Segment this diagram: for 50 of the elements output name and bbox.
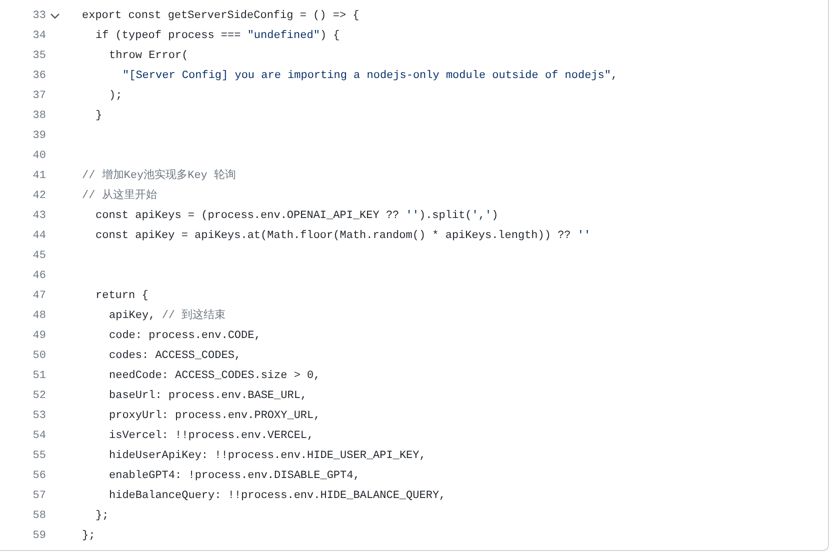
line-number: 34 (32, 29, 46, 44)
line-number: 46 (32, 269, 46, 284)
line-number: 54 (32, 429, 46, 444)
code-line: const apiKeys = (process.env.OPENAI_API_KEY ?? '').split(',') (96, 209, 498, 224)
line-number: 49 (32, 329, 46, 344)
line-number: 55 (32, 449, 46, 464)
line-number: 52 (32, 389, 46, 404)
line-number: 41 (32, 169, 46, 184)
code-line: needCode: ACCESS_CODES.size > 0, (109, 369, 320, 384)
line-number: 39 (32, 129, 46, 144)
line-number: 37 (32, 89, 46, 104)
line-number: 35 (32, 49, 46, 64)
line-number: 40 (32, 149, 46, 164)
line-number: 45 (32, 249, 46, 264)
code-line: "[Server Config] you are importing a nodejs-only module outside of nodejs", (122, 69, 618, 84)
code-line: hideUserApiKey: !!process.env.HIDE_USER_API_KEY, (109, 449, 426, 464)
line-number: 48 (32, 309, 46, 324)
code-line: if (typeof process === "undefined") { (96, 29, 340, 44)
line-number: 47 (32, 289, 46, 304)
line-number: 51 (32, 369, 46, 384)
code-line: }; (82, 529, 96, 544)
line-number: 58 (32, 509, 46, 524)
line-number: 56 (32, 469, 46, 484)
line-number: 38 (32, 109, 46, 124)
code-line: isVercel: !!process.env.VERCEL, (109, 429, 314, 444)
code-line: export const getServerSideConfig = () => { (82, 9, 360, 24)
line-number: 43 (32, 209, 46, 224)
code-line: throw Error( (109, 49, 188, 64)
code-line: proxyUrl: process.env.PROXY_URL, (109, 409, 320, 424)
code-line: ); (109, 89, 122, 104)
code-line: }; (96, 509, 109, 524)
code-line: codes: ACCESS_CODES, (109, 349, 242, 364)
code-line: // 从这里开始 (82, 188, 157, 204)
line-number: 50 (32, 349, 46, 364)
line-number: 36 (32, 69, 46, 84)
line-number: 59 (32, 529, 46, 544)
line-number: 33 (32, 9, 46, 24)
code-line: const apiKey = apiKeys.at(Math.floor(Math.random() * apiKeys.length)) ?? '' (96, 229, 591, 244)
code-line: apiKey, // 到这结束 (109, 308, 226, 324)
code-line: code: process.env.CODE, (109, 329, 261, 344)
code-line: hideBalanceQuery: !!process.env.HIDE_BALANCE_QUERY, (109, 489, 446, 504)
code-line: baseUrl: process.env.BASE_URL, (109, 389, 308, 404)
line-number: 42 (32, 189, 46, 204)
code-line: } (96, 109, 102, 124)
code-line: // 增加Key池实现多Key 轮询 (82, 168, 236, 184)
line-number: 44 (32, 229, 46, 244)
line-number: 57 (32, 489, 46, 504)
code-line: enableGPT4: !process.env.DISABLE_GPT4, (109, 469, 360, 484)
line-number: 53 (32, 409, 46, 424)
code-line: return { (96, 289, 148, 304)
